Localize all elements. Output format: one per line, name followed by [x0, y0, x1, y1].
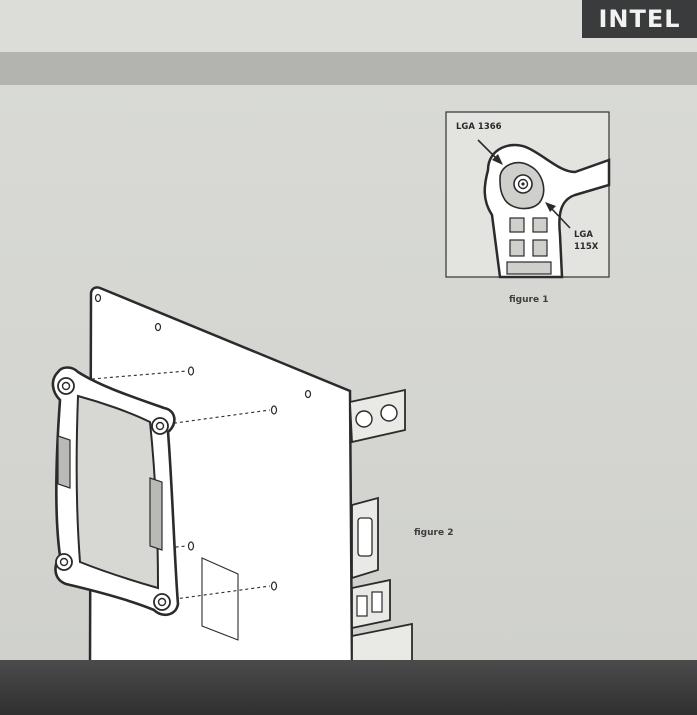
figure1-caption: figure 1 — [509, 295, 549, 305]
board-hole — [94, 293, 102, 303]
bottom-band — [0, 660, 697, 715]
arrow-lga115x-line — [550, 207, 571, 229]
backplate-inner — [75, 394, 160, 590]
ps2-port — [380, 404, 398, 422]
cutout-3 — [509, 239, 525, 257]
brand-tab: INTEL — [582, 0, 697, 38]
guide-line — [167, 409, 271, 425]
label-lga1366: LGA 1366 — [456, 122, 502, 132]
backplate-stud-inner — [155, 421, 165, 431]
board-hole — [304, 389, 312, 399]
cutout-2 — [532, 217, 548, 233]
usb-port — [356, 595, 368, 617]
ps2-port — [355, 410, 373, 428]
figure2-illustration — [51, 286, 413, 668]
arrow-lga1366-line — [477, 139, 499, 161]
top-strip — [0, 0, 697, 52]
cutout-1 — [509, 217, 525, 233]
header-band — [0, 52, 697, 85]
figure2-caption: figure 2 — [414, 528, 454, 538]
ps2-port-block — [349, 388, 406, 444]
arrow-lga1366-head — [492, 154, 503, 165]
backplate-stud-inner — [61, 381, 71, 391]
backplate-bracket — [51, 366, 180, 617]
brand-label: INTEL — [598, 5, 681, 33]
figure1-illustration — [445, 111, 611, 279]
chip-outline — [201, 557, 239, 641]
mount-hole — [270, 581, 278, 591]
mount-hole — [187, 366, 195, 376]
label-lga115x-line1: LGA — [574, 230, 593, 240]
backplate-pad — [149, 477, 163, 551]
cutout-5 — [506, 261, 552, 275]
backplate-stud-inner — [157, 597, 167, 607]
backplate-stud-inner — [59, 557, 69, 567]
backplate-pad — [57, 435, 71, 489]
mount-screw-center — [521, 182, 525, 186]
cutout-4 — [532, 239, 548, 257]
arrow-lga115x-head — [545, 202, 556, 212]
usb-port — [371, 591, 383, 613]
board-hole — [154, 322, 162, 332]
label-lga115x-line2: 115X — [574, 242, 599, 252]
mount-hole — [187, 541, 195, 551]
mount-hole — [270, 405, 278, 415]
vga-port — [357, 517, 373, 557]
guide-line — [167, 585, 271, 601]
